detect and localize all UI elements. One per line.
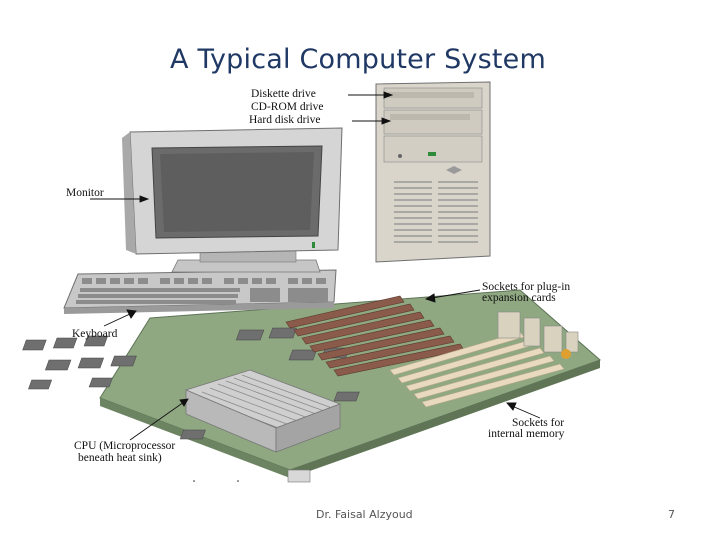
monitor — [122, 127, 343, 273]
label-cpu-line1: CPU (Microprocessor — [74, 440, 176, 452]
leader-lines — [90, 91, 541, 441]
label-sockets-memory-line2: internal memory — [488, 428, 565, 440]
expansion-slots — [285, 295, 465, 377]
label-cpu-line2: beneath heat sink) — [78, 452, 162, 464]
motherboard — [22, 289, 601, 483]
label-hard-disk-drive: Hard disk drive — [249, 114, 321, 126]
label-cd-rom-drive: CD-ROM drive — [251, 101, 324, 113]
label-keyboard: Keyboard — [72, 328, 118, 340]
system-unit — [375, 81, 491, 263]
label-sockets-expansion-line2: expansion cards — [482, 292, 556, 304]
label-sockets-memory-line1: Sockets for — [512, 417, 565, 429]
cpu-heat-sink — [184, 369, 342, 453]
label-monitor: Monitor — [66, 187, 104, 199]
page-number: 7 — [668, 508, 675, 521]
memory-slots — [389, 331, 565, 408]
footer-author: Dr. Faisal Alzyoud — [316, 508, 413, 521]
label-diskette-drive: Diskette drive — [251, 88, 316, 100]
keyboard — [63, 269, 337, 314]
label-sockets-expansion-line1: Sockets for plug-in — [482, 281, 571, 293]
slide-title: A Typical Computer System — [170, 44, 546, 75]
